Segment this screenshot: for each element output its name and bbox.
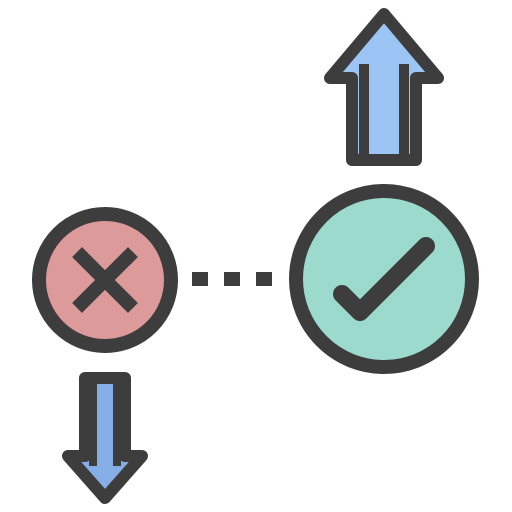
connector-dot [256,272,272,286]
connector-dot [224,272,240,286]
check-circle-icon [289,184,479,374]
down-arrow-icon [62,372,148,504]
dotted-connector [192,272,272,286]
up-arrow-icon [324,8,444,166]
connector-dot [192,272,208,286]
reject-circle-icon [32,207,178,353]
